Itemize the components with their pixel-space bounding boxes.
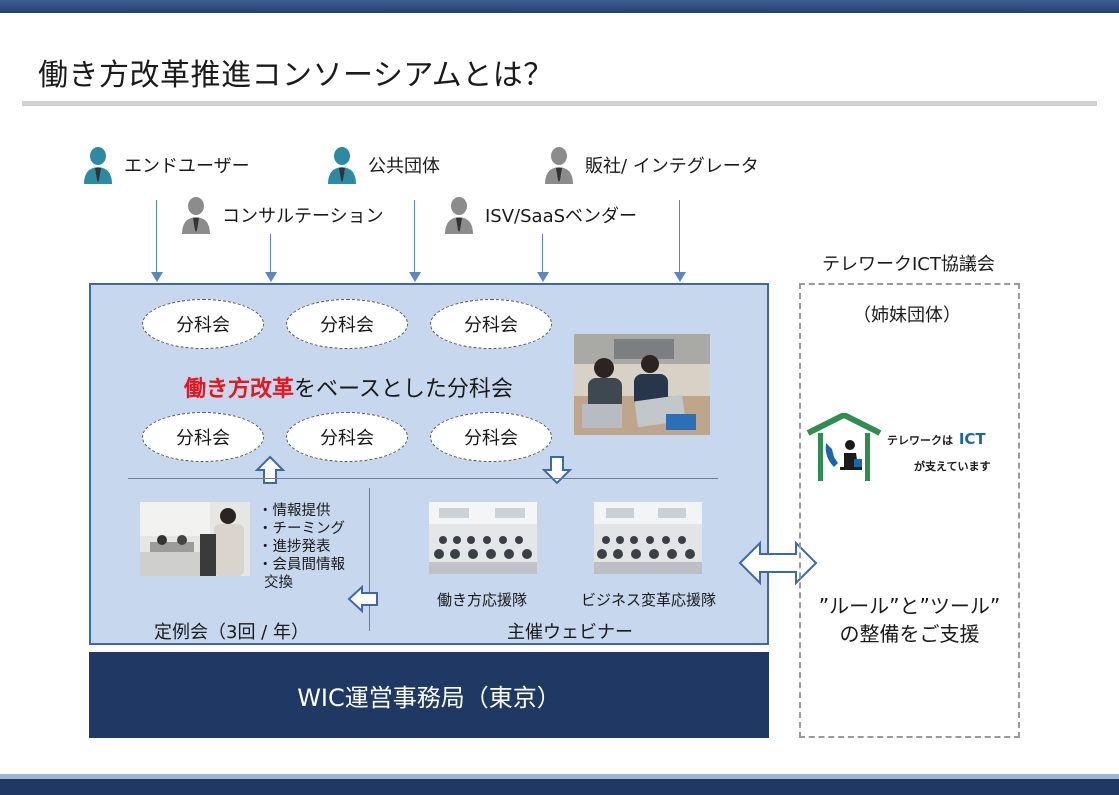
person-icon <box>445 197 473 234</box>
connector-line <box>156 200 157 272</box>
list-item: ・進捗発表 <box>258 539 331 555</box>
sister-org-name: テレワークICT協議会 <box>822 254 995 275</box>
regular-meeting-items: ・情報提供 ・チーミング ・進捗発表 ・会員間情報 交換 <box>258 502 345 592</box>
person-icon <box>545 147 573 184</box>
left-arrow-icon <box>347 585 378 613</box>
subcommittee-ellipse: 分科会 <box>286 412 408 462</box>
stakeholder-consultant: コンサルテーション <box>180 196 384 234</box>
webinar-photo-2 <box>594 502 702 574</box>
stakeholder-vendor: ISV/SaaSベンダー <box>443 196 637 234</box>
list-item: ・チーミング <box>258 521 345 537</box>
stakeholder-label: 公共団体 <box>368 156 440 177</box>
connector-line <box>542 234 543 272</box>
stakeholder-label: エンドユーザー <box>124 156 250 177</box>
double-arrow-icon <box>738 540 818 586</box>
meeting-photo <box>574 334 710 435</box>
page-title: 働き方改革推進コンソーシアムとは？ <box>38 58 554 93</box>
subcommittee-heading-highlight: 働き方改革 <box>184 377 295 402</box>
regular-meeting-caption: 定例会（3回 / 年） <box>154 622 309 643</box>
regular-meeting-photo <box>140 502 250 576</box>
logo-text-line1: テレワークは ICT <box>887 430 986 448</box>
stakeholder-public: 公共団体 <box>326 146 440 184</box>
connector-arrowhead <box>537 272 549 282</box>
support-line: ”ルール”と”ツール” <box>818 594 1001 618</box>
support-line: の整備をご支援 <box>839 622 980 646</box>
stakeholder-reseller: 販社/ インテグレータ <box>543 146 759 184</box>
title-divider <box>22 101 1097 106</box>
connector-line <box>414 200 415 272</box>
connector-arrowhead <box>674 272 686 282</box>
subcommittee-ellipse: 分科会 <box>142 412 264 462</box>
top-bar <box>0 0 1119 13</box>
subcommittee-ellipse: 分科会 <box>286 299 408 349</box>
list-item: ・会員間情報 <box>258 557 345 573</box>
webinar-photo-1-caption: 働き方応援隊 <box>437 591 528 609</box>
stakeholder-end-user: エンドユーザー <box>82 146 250 184</box>
connector-line <box>270 234 271 272</box>
subcommittee-heading: 働き方改革をベースとした分科会 <box>184 371 513 403</box>
connector-arrowhead <box>409 272 421 282</box>
sister-org-box <box>799 283 1020 738</box>
section-divider <box>128 478 718 479</box>
down-arrow-icon <box>542 456 572 485</box>
webinar-photo-2-caption: ビジネス変革応援隊 <box>581 591 717 609</box>
webinar-photo-1 <box>429 502 537 574</box>
sister-org-relation: （姉妹団体） <box>853 305 961 326</box>
bottom-bar <box>0 774 1119 795</box>
connector-line <box>679 200 680 272</box>
subcommittee-ellipse: 分科会 <box>430 299 552 349</box>
logo-ict-text: ICT <box>958 430 986 448</box>
person-icon <box>182 197 210 234</box>
list-item: ・情報提供 <box>258 503 331 519</box>
connector-arrowhead <box>265 272 277 282</box>
logo-text-line2: が支えています <box>914 460 991 473</box>
subcommittee-ellipse: 分科会 <box>142 299 264 349</box>
stakeholder-label: 販社/ インテグレータ <box>585 156 759 177</box>
person-icon <box>328 147 356 184</box>
stakeholder-label: ISV/SaaSベンダー <box>485 206 638 227</box>
stakeholder-label: コンサルテーション <box>222 206 384 227</box>
house-logo-icon <box>806 413 882 481</box>
list-item: 交換 <box>264 575 293 591</box>
subcommittee-ellipse: 分科会 <box>430 412 552 462</box>
bottom-bar-accent <box>0 774 1119 779</box>
subcommittee-heading-rest: をベースとした分科会 <box>294 377 513 402</box>
connector-arrowhead <box>151 272 163 282</box>
webinar-caption: 主催ウェビナー <box>507 622 633 643</box>
sister-support-text: ”ルール”と”ツール” の整備をご支援 <box>800 592 1019 648</box>
office-label: WIC運営事務局（東京） <box>297 683 561 712</box>
office-box: WIC運営事務局（東京） <box>89 652 769 738</box>
up-arrow-icon <box>255 455 285 484</box>
section-divider-vertical <box>369 488 370 631</box>
person-icon <box>84 147 112 184</box>
